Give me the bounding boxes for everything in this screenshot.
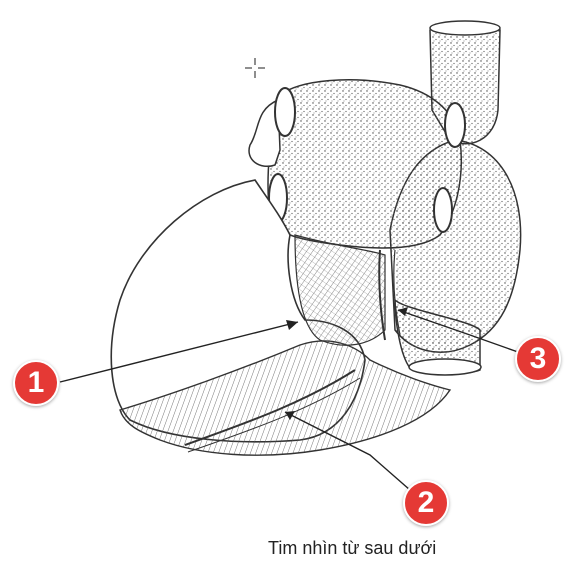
marker-2[interactable]: 2 xyxy=(403,480,449,526)
pointer-line-3 xyxy=(397,309,519,353)
ivc-opening xyxy=(408,358,482,376)
pointer-arrowhead-2 xyxy=(285,411,295,420)
pulmonary-vein-upper-left xyxy=(274,87,296,137)
marker-3[interactable]: 3 xyxy=(515,336,561,382)
crosshair-cursor-icon xyxy=(245,58,265,78)
pointer-line-2 xyxy=(284,411,411,491)
coronary-sinus-region xyxy=(294,234,386,346)
inferior-surface xyxy=(119,340,452,456)
svc-opening xyxy=(429,20,501,36)
figure-caption: Tim nhìn từ sau dưới xyxy=(268,538,437,558)
posterior-interventricular-groove xyxy=(184,369,356,446)
pulmonary-vein-upper-right xyxy=(444,102,466,148)
marker-1[interactable]: 1 xyxy=(13,360,59,406)
pericardial-fold xyxy=(248,98,281,167)
pointer-line-1 xyxy=(59,321,299,383)
pointer-arrowhead-1 xyxy=(286,320,298,330)
pulmonary-vein-lower-right xyxy=(433,187,453,233)
left-atrium xyxy=(267,79,463,249)
pointer-arrowhead-3 xyxy=(398,307,408,316)
